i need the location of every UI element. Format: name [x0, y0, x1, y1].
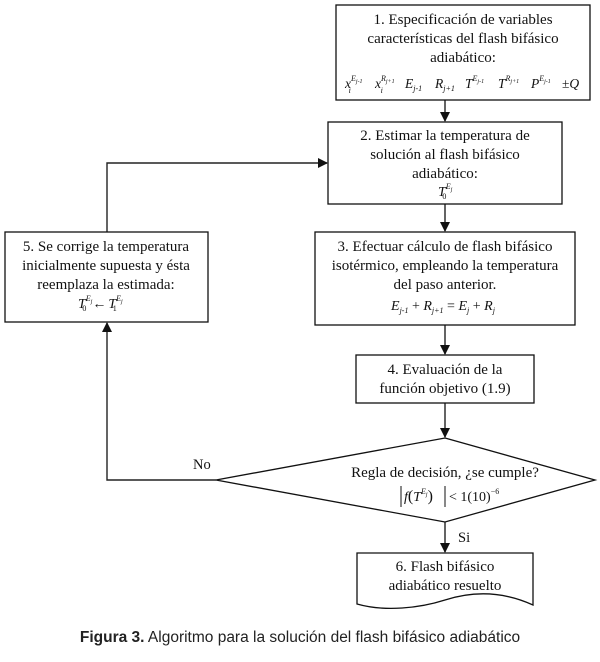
decision-line-1: Regla de decisión, ¿se cumple? — [351, 465, 539, 481]
step2-box: 2. Estimar la temperatura de solución al… — [327, 121, 563, 205]
step2-line-2: solución al flash bifásico — [370, 147, 520, 163]
step5-box: 5. Se corrige la temperatura inicialment… — [4, 231, 209, 323]
step6-line-1: 6. Flash bifásico — [396, 559, 495, 575]
step3-formula: Ej-1 + Rj+1 = Ej + Rj — [390, 299, 496, 315]
decision-formula: f(TEj) < 1(10)−6 — [400, 486, 499, 507]
step4-line-1: 4. Evaluación de la — [388, 362, 503, 378]
step2-line-3: adiabático: — [412, 166, 478, 182]
arrow-step5-to-step2 — [106, 158, 328, 232]
arrow-decision-no-to-step5 — [102, 322, 216, 481]
step3-box: 3. Efectuar cálculo de flash bifásico is… — [314, 231, 576, 326]
svg-text:< 1(10)−6: < 1(10)−6 — [449, 487, 499, 505]
step4-line-2: función objetivo (1.9) — [379, 381, 510, 397]
svg-text:±Q: ±Q — [562, 76, 579, 91]
step6-line-2: adiabático resuelto — [389, 578, 502, 594]
step2-line-1: 2. Estimar la temperatura de — [360, 128, 530, 144]
step3-line-1: 3. Efectuar cálculo de flash bifásico — [338, 239, 553, 255]
decision-diamond: Regla de decisión, ¿se cumple? f(TEj) < … — [215, 437, 598, 523]
step1-line-3: adiabático: — [430, 50, 496, 66]
edge-label-yes: Si — [458, 530, 470, 546]
caption-prefix: Figura 3. — [79, 629, 145, 646]
step1-line-2: características del flash bifásico — [367, 31, 558, 47]
step1-box: 1. Especificación de variables caracterí… — [335, 4, 591, 101]
step6-document: 6. Flash bifásico adiabático resuelto — [356, 552, 534, 610]
step5-line-3: reemplaza la estimada: — [37, 277, 174, 293]
step3-line-2: isotérmico, empleando la temperatura — [332, 258, 559, 274]
caption-text: Algoritmo para la solución del flash bif… — [147, 629, 521, 646]
step4-box: 4. Evaluación de la función objetivo (1.… — [355, 354, 535, 404]
figure-caption: Figura 3. Algoritmo para la solución del… — [0, 629, 600, 647]
edge-label-no: No — [193, 457, 211, 473]
step5-line-2: inicialmente supuesta y ésta — [22, 258, 190, 274]
step5-line-1: 5. Se corrige la temperatura — [23, 239, 190, 255]
svg-text:f(TEj): f(TEj) — [404, 487, 433, 505]
step1-line-1: 1. Especificación de variables — [373, 12, 552, 28]
step3-line-3: del paso anterior. — [394, 277, 497, 293]
